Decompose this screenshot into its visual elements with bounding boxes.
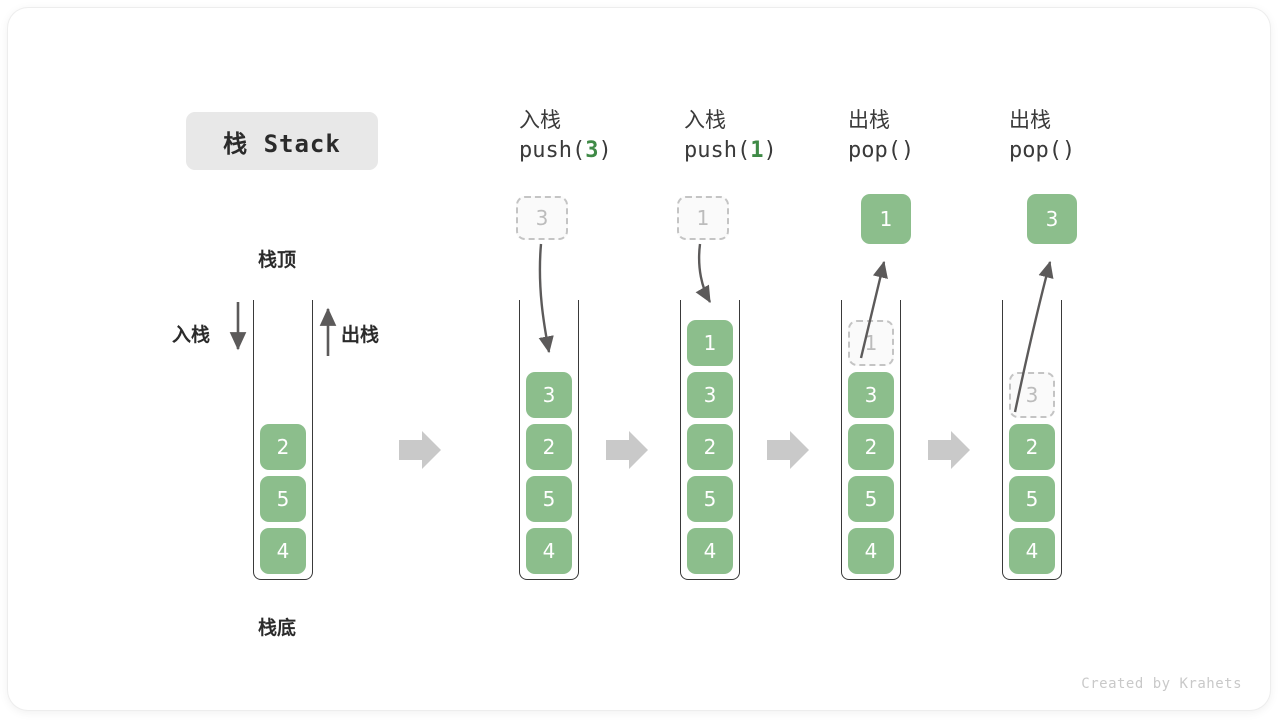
stack-cell: 2 [687,424,733,470]
stack-cell: 2 [1009,424,1055,470]
column-header-cn: 入栈 [684,108,726,132]
code-arg: 3 [585,138,599,163]
push-direction-label: 入栈 [172,324,211,346]
column-header-code: push(3) [519,135,699,167]
code-suffix: ) [763,138,777,163]
stack-container-pop-1 [841,300,901,580]
stack-cell: 4 [848,528,894,574]
popped-value-box: 3 [1027,194,1077,244]
code-suffix: ) [900,138,915,163]
stack-top-label: 栈顶 [258,249,297,271]
stack-cell: 5 [1009,476,1055,522]
stack-bottom-label: 栈底 [258,617,297,639]
pop-direction-label: 出栈 [341,324,380,346]
stack-cell: 1 [687,320,733,366]
stack-cell: 2 [848,424,894,470]
code-prefix: push( [684,138,751,163]
removed-ghost-cell: 1 [848,320,894,366]
stack-cell: 3 [526,372,572,418]
stack-cell: 4 [687,528,733,574]
incoming-value-box: 1 [677,196,729,240]
stack-container-push-1 [680,300,740,580]
column-header-push-1: 入栈 push(1) [684,105,864,167]
stack-cell: 5 [260,476,306,522]
column-header-cn: 出栈 [848,108,890,132]
stack-cell: 4 [1009,528,1055,574]
stack-container-initial [253,300,313,580]
credit-text: Created by Krahets [1081,676,1242,692]
column-header-pop-1: 出栈 pop() [848,105,1028,167]
stack-cell: 2 [526,424,572,470]
stack-cell: 4 [526,528,572,574]
column-header-code: pop() [1009,135,1189,167]
stack-cell: 3 [687,372,733,418]
stack-cell: 5 [687,476,733,522]
stack-container-pop-3 [1002,300,1062,580]
column-header-code: push(1) [684,135,864,167]
stack-cell: 2 [260,424,306,470]
removed-ghost-cell: 3 [1009,372,1055,418]
stack-container-push-3 [519,300,579,580]
stack-cell: 5 [848,476,894,522]
column-header-cn: 入栈 [519,108,561,132]
column-header-code: pop() [848,135,1028,167]
code-suffix: ) [1061,138,1076,163]
stack-cell: 5 [526,476,572,522]
code-prefix: pop( [848,138,901,163]
code-arg: 1 [750,138,764,163]
code-suffix: ) [598,138,612,163]
column-header-push-3: 入栈 push(3) [519,105,699,167]
incoming-value-box: 3 [516,196,568,240]
code-prefix: pop( [1009,138,1062,163]
popped-value-box: 1 [861,194,911,244]
title-badge: 栈 Stack [186,112,378,170]
column-header-pop-3: 出栈 pop() [1009,105,1189,167]
stack-cell: 3 [848,372,894,418]
code-prefix: push( [519,138,586,163]
column-header-cn: 出栈 [1009,108,1051,132]
stack-cell: 4 [260,528,306,574]
